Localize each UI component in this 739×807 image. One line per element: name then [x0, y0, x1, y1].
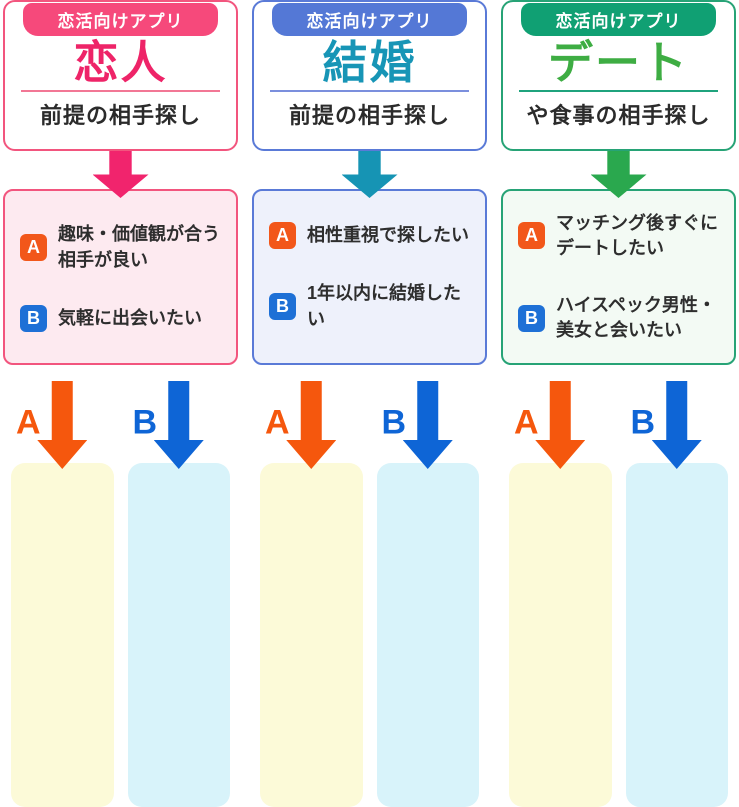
card-title: デート: [547, 37, 689, 88]
result-boxes-row: [3, 463, 238, 807]
app-category-badge: 恋活向けアプリ: [521, 3, 716, 36]
app-category-badge: 恋活向けアプリ: [23, 3, 218, 36]
option-a-text: 相性重視で探したい: [307, 225, 469, 246]
result-box-b: [625, 463, 728, 807]
result-group-a: A: [11, 381, 114, 469]
card-title: 結婚: [322, 37, 417, 88]
result-b-label: B: [132, 403, 158, 442]
down-arrow-b-icon: [402, 381, 453, 469]
option-b-text: 気軽に出会いたい: [58, 307, 202, 328]
option-row-b: B ハイスペック男性・美女と会いたい: [518, 293, 719, 343]
result-box-a: [509, 463, 612, 807]
option-row-a: A マッチング後すぐにデートしたい: [518, 211, 719, 261]
option-row-a: A 趣味・価値観が合う相手が良い: [20, 222, 221, 272]
down-arrow-a-icon: [535, 381, 586, 469]
app-type-card: 恋活向けアプリ 結婚 前提の相手探し: [252, 0, 487, 151]
result-box-b: [127, 463, 230, 807]
down-arrow-b-icon: [153, 381, 204, 469]
result-arrows-row: A B: [252, 381, 487, 469]
result-boxes-row: [501, 463, 736, 807]
result-group-b: B: [128, 381, 231, 469]
app-type-card: 恋活向けアプリ 恋人 前提の相手探し: [3, 0, 238, 151]
divider-line: [519, 90, 718, 93]
down-arrow-b-icon: [651, 381, 702, 469]
option-a-badge: A: [269, 222, 296, 250]
option-b-badge: B: [269, 293, 296, 320]
result-group-a: A: [260, 381, 363, 469]
card-subtitle: 前提の相手探し: [39, 103, 201, 129]
divider-line: [21, 90, 220, 93]
result-arrows-row: A B: [501, 381, 736, 469]
app-category-badge: 恋活向けアプリ: [272, 3, 467, 36]
option-b-text: ハイスペック男性・美女と会いたい: [556, 295, 716, 341]
option-b-text: 1年以内に結婚したい: [307, 283, 462, 329]
option-row-b: B 1年以内に結婚したい: [269, 281, 470, 331]
down-arrow-a-icon: [286, 381, 337, 469]
app-type-card: 恋活向けアプリ デート や食事の相手探し: [501, 0, 736, 151]
card-title: 恋人: [73, 37, 168, 88]
option-a-badge: A: [518, 222, 545, 250]
result-a-label: A: [514, 403, 539, 442]
option-a-text: 趣味・価値観が合う相手が良い: [58, 224, 220, 270]
result-box-b: [376, 463, 479, 807]
option-b-badge: B: [518, 304, 545, 332]
card-subtitle: 前提の相手探し: [288, 103, 450, 129]
result-group-b: B: [377, 381, 480, 469]
option-a-badge: A: [20, 234, 47, 261]
option-box: A マッチング後すぐにデートしたい B ハイスペック男性・美女と会いたい: [501, 189, 736, 365]
result-box-a: [260, 463, 363, 807]
card-subtitle: や食事の相手探し: [526, 103, 711, 129]
option-row-b: B 気軽に出会いたい: [20, 304, 221, 332]
down-arrow-a-icon: [37, 381, 88, 469]
result-a-label: A: [265, 403, 290, 442]
option-b-badge: B: [20, 304, 47, 332]
result-boxes-row: [252, 463, 487, 807]
result-group-a: A: [509, 381, 612, 469]
result-arrows-row: A B: [3, 381, 238, 469]
option-row-a: A 相性重視で探したい: [269, 222, 470, 250]
option-a-text: マッチング後すぐにデートしたい: [556, 212, 718, 258]
column-koibito: 恋活向けアプリ 恋人 前提の相手探し A 趣味・価値観が合う相手が良い B 気軽…: [3, 0, 238, 807]
option-box: A 相性重視で探したい B 1年以内に結婚したい: [252, 189, 487, 365]
result-box-a: [11, 463, 114, 807]
result-b-label: B: [630, 403, 656, 442]
result-group-b: B: [626, 381, 729, 469]
option-box: A 趣味・価値観が合う相手が良い B 気軽に出会いたい: [3, 189, 238, 365]
column-kekkon: 恋活向けアプリ 結婚 前提の相手探し A 相性重視で探したい B 1年以内に結婚…: [252, 0, 487, 807]
result-a-label: A: [16, 403, 41, 442]
result-b-label: B: [381, 403, 407, 442]
divider-line: [270, 90, 469, 93]
column-date: 恋活向けアプリ デート や食事の相手探し A マッチング後すぐにデートしたい B…: [501, 0, 736, 807]
